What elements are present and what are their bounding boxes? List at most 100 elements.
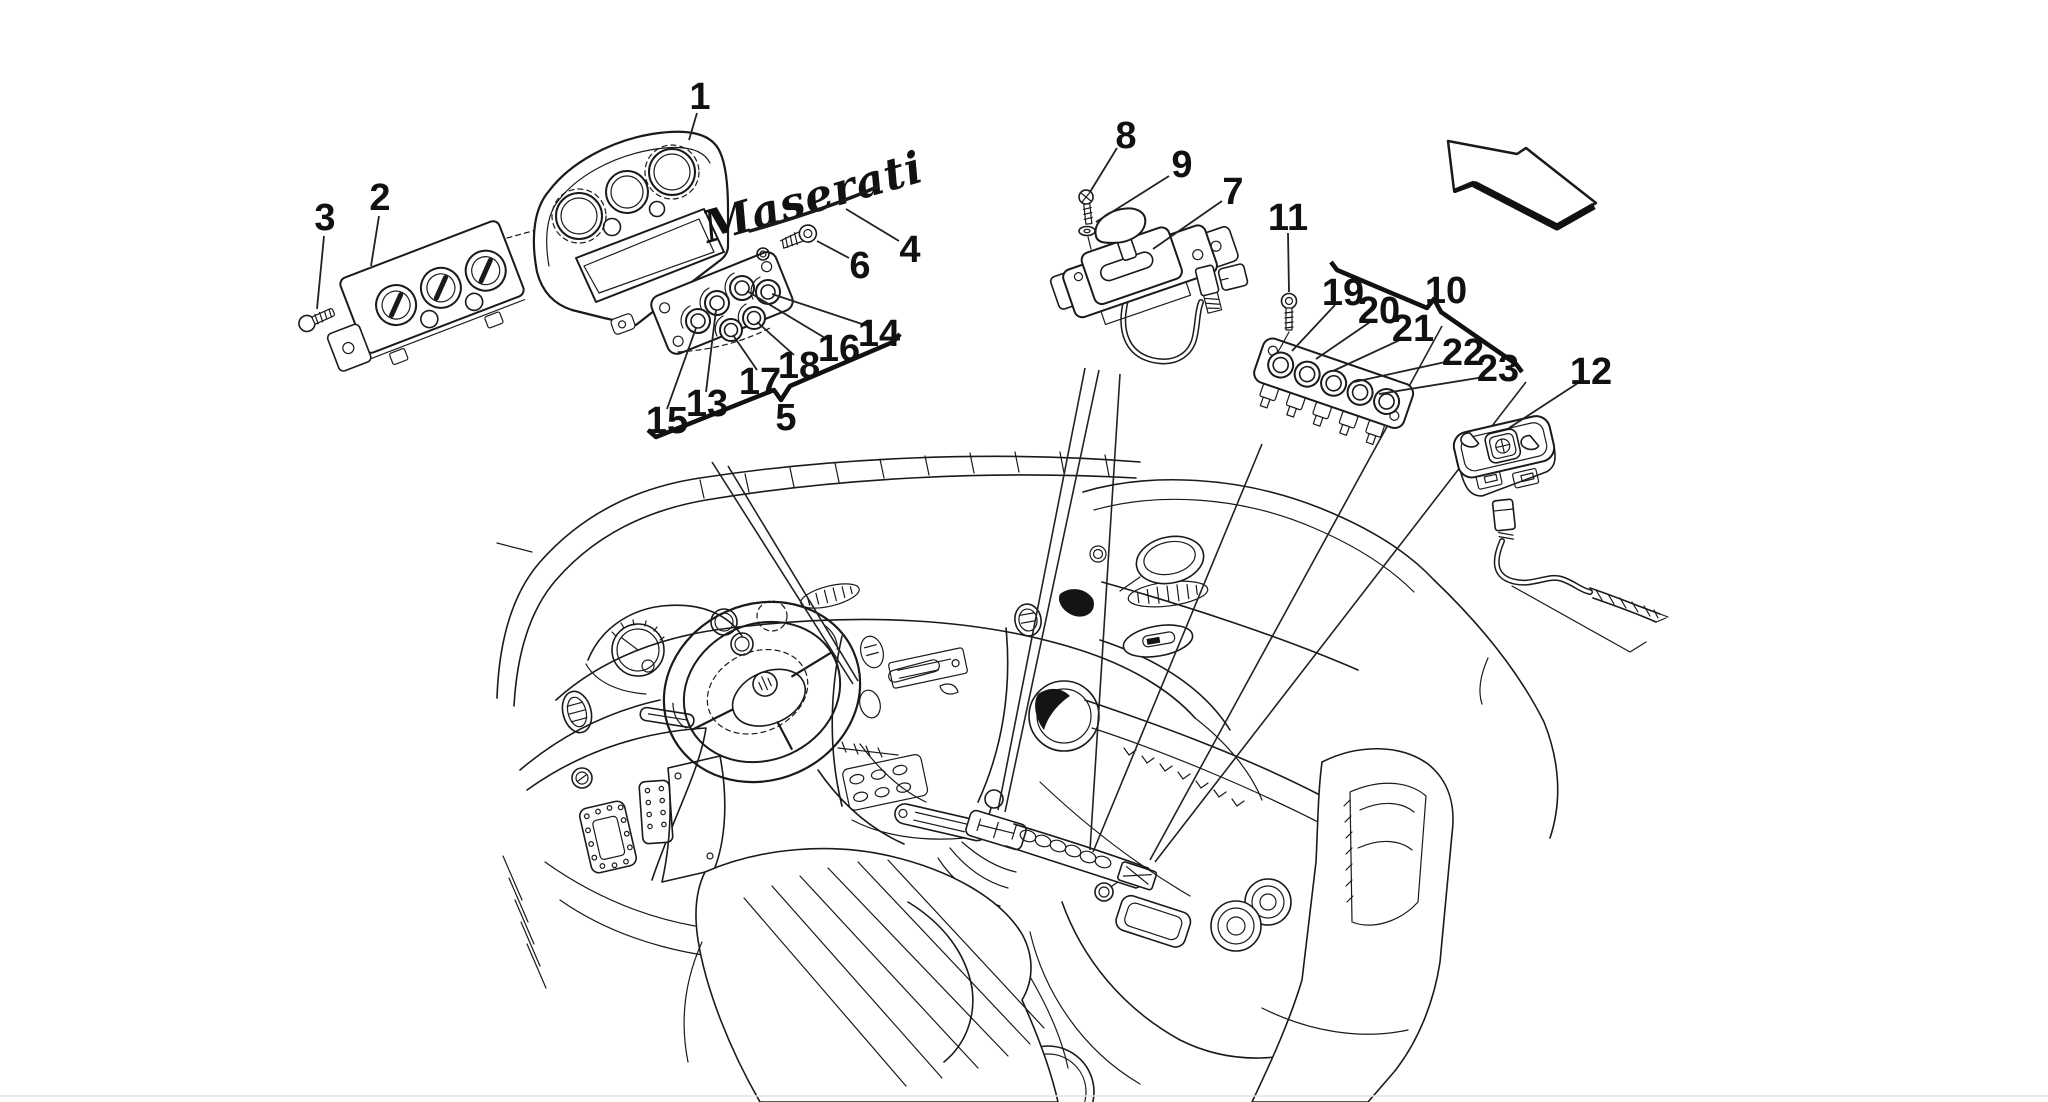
callout-label-21: 21	[1392, 308, 1434, 350]
sill-hatch	[502, 855, 547, 989]
leader-line-lever-unit-to-shifter	[997, 367, 1086, 811]
callout-leader-7	[1152, 200, 1223, 250]
callout-leader-20	[1315, 321, 1371, 360]
dead-pedal	[578, 800, 638, 874]
panel-buttons	[1267, 351, 1401, 416]
callout-label-12: 12	[1570, 351, 1612, 393]
callout-leader-4	[845, 208, 900, 242]
part-7-release-lever-unit	[1049, 207, 1249, 365]
part-12-wire-loom	[1589, 587, 1669, 623]
roof-hatch-ticks	[699, 451, 1110, 499]
stack-button-panel	[842, 754, 929, 811]
part-3-screw	[298, 308, 336, 333]
center-console	[894, 789, 1331, 1085]
callout-leader-19	[1291, 304, 1336, 352]
stack-vent-lower	[859, 689, 881, 719]
part-9-washer	[1078, 225, 1096, 250]
callout-leader-21	[1332, 338, 1403, 372]
console-tray	[1115, 894, 1192, 948]
callout-label-4: 4	[899, 229, 920, 271]
door-mirror	[1135, 535, 1205, 585]
door-panel	[1001, 479, 1647, 1102]
callout-leader-1	[688, 112, 698, 141]
callout-leader-3	[316, 235, 325, 310]
part-8-screw	[1078, 189, 1094, 225]
callout-label-14: 14	[858, 313, 900, 355]
callout-label-8: 8	[1115, 115, 1136, 157]
climate-knobs	[375, 249, 507, 327]
part-6-screw	[779, 224, 818, 249]
mirror-mount	[1058, 589, 1094, 617]
callout-label-10: 10	[1425, 270, 1467, 312]
leader-wedge-layer	[711, 325, 1527, 863]
part-11-screw	[1277, 292, 1298, 353]
plate-buttons	[680, 272, 781, 342]
cigarette-lighter	[1094, 881, 1119, 902]
wiper-stalk	[639, 706, 695, 728]
leader-line-panel-to-console-buttons	[1092, 443, 1263, 853]
callout-label-23: 23	[1477, 348, 1519, 390]
windshield-frame	[496, 451, 1141, 707]
ignition-switch	[571, 767, 593, 789]
callout-label-19: 19	[1322, 272, 1364, 314]
part-10-switch-panel	[1253, 337, 1415, 445]
callout-label-3: 3	[314, 197, 335, 239]
trident-logo-icon	[752, 671, 778, 697]
exploded-parts: Maserati	[298, 130, 1669, 623]
leader-line-panel-to-console-buttons	[1089, 373, 1121, 851]
steering-wheel	[639, 600, 940, 845]
callout-leader-13	[705, 309, 717, 393]
console-window-switch	[1117, 861, 1158, 891]
speaker-pods	[1210, 878, 1292, 952]
callout-label-13: 13	[686, 383, 728, 425]
brake-pedal	[638, 779, 674, 845]
part-7-connector	[1194, 263, 1249, 314]
callout-label-1: 1	[689, 76, 710, 118]
callout-leader-18	[756, 321, 795, 356]
callout-leader-23	[1378, 376, 1485, 395]
part-2-climate-control-unit	[326, 220, 541, 372]
dash-vent-right	[1014, 603, 1042, 637]
part-12-window-switch	[1452, 415, 1669, 623]
callout-label-22: 22	[1442, 332, 1484, 374]
callout-label-17: 17	[739, 361, 781, 403]
callout-label-20: 20	[1358, 290, 1400, 332]
indicator-stalk	[888, 659, 940, 683]
radio-unit	[888, 647, 968, 689]
callout-leader-12	[1508, 382, 1579, 429]
leader-line-bezel-to-center-stack	[711, 461, 854, 685]
callout-leader-6	[816, 240, 850, 259]
leader-line-bezel-to-center-stack	[727, 465, 859, 682]
console-button-row	[1019, 829, 1112, 869]
armrest-stitching	[1123, 747, 1245, 807]
callout-leader-14	[771, 293, 869, 327]
callout-leader-22	[1353, 360, 1451, 383]
center-stack	[831, 627, 1009, 840]
group-bracket-10	[1329, 260, 1524, 374]
callout-label-16: 16	[818, 328, 860, 370]
group-bracket-5	[646, 332, 902, 440]
group-bracket-layer: 5 10	[646, 260, 1524, 440]
direction-arrow-icon	[1446, 139, 1598, 231]
callout-label-9: 9	[1171, 144, 1192, 186]
callout-leader-8	[1089, 147, 1118, 193]
callout-label-7: 7	[1222, 171, 1243, 213]
callout-label-15: 15	[646, 400, 688, 442]
callout-leader-17	[732, 334, 758, 371]
callout-leader-15	[666, 327, 697, 410]
cabin-illustration	[496, 451, 1647, 1102]
door-speaker	[1028, 680, 1100, 752]
callout-label-11: 11	[1268, 197, 1308, 239]
callout-label-6: 6	[849, 245, 870, 287]
door-handle	[1122, 624, 1194, 658]
dash-side-vent	[561, 690, 593, 734]
callout-label-5: 5	[775, 397, 796, 439]
leader-line-lever-unit-to-shifter	[1004, 369, 1100, 813]
part-12-connector	[1491, 498, 1516, 540]
callout-leader-11	[1287, 232, 1290, 293]
callout-label-2: 2	[369, 177, 390, 219]
stack-vent-upper	[859, 635, 885, 669]
